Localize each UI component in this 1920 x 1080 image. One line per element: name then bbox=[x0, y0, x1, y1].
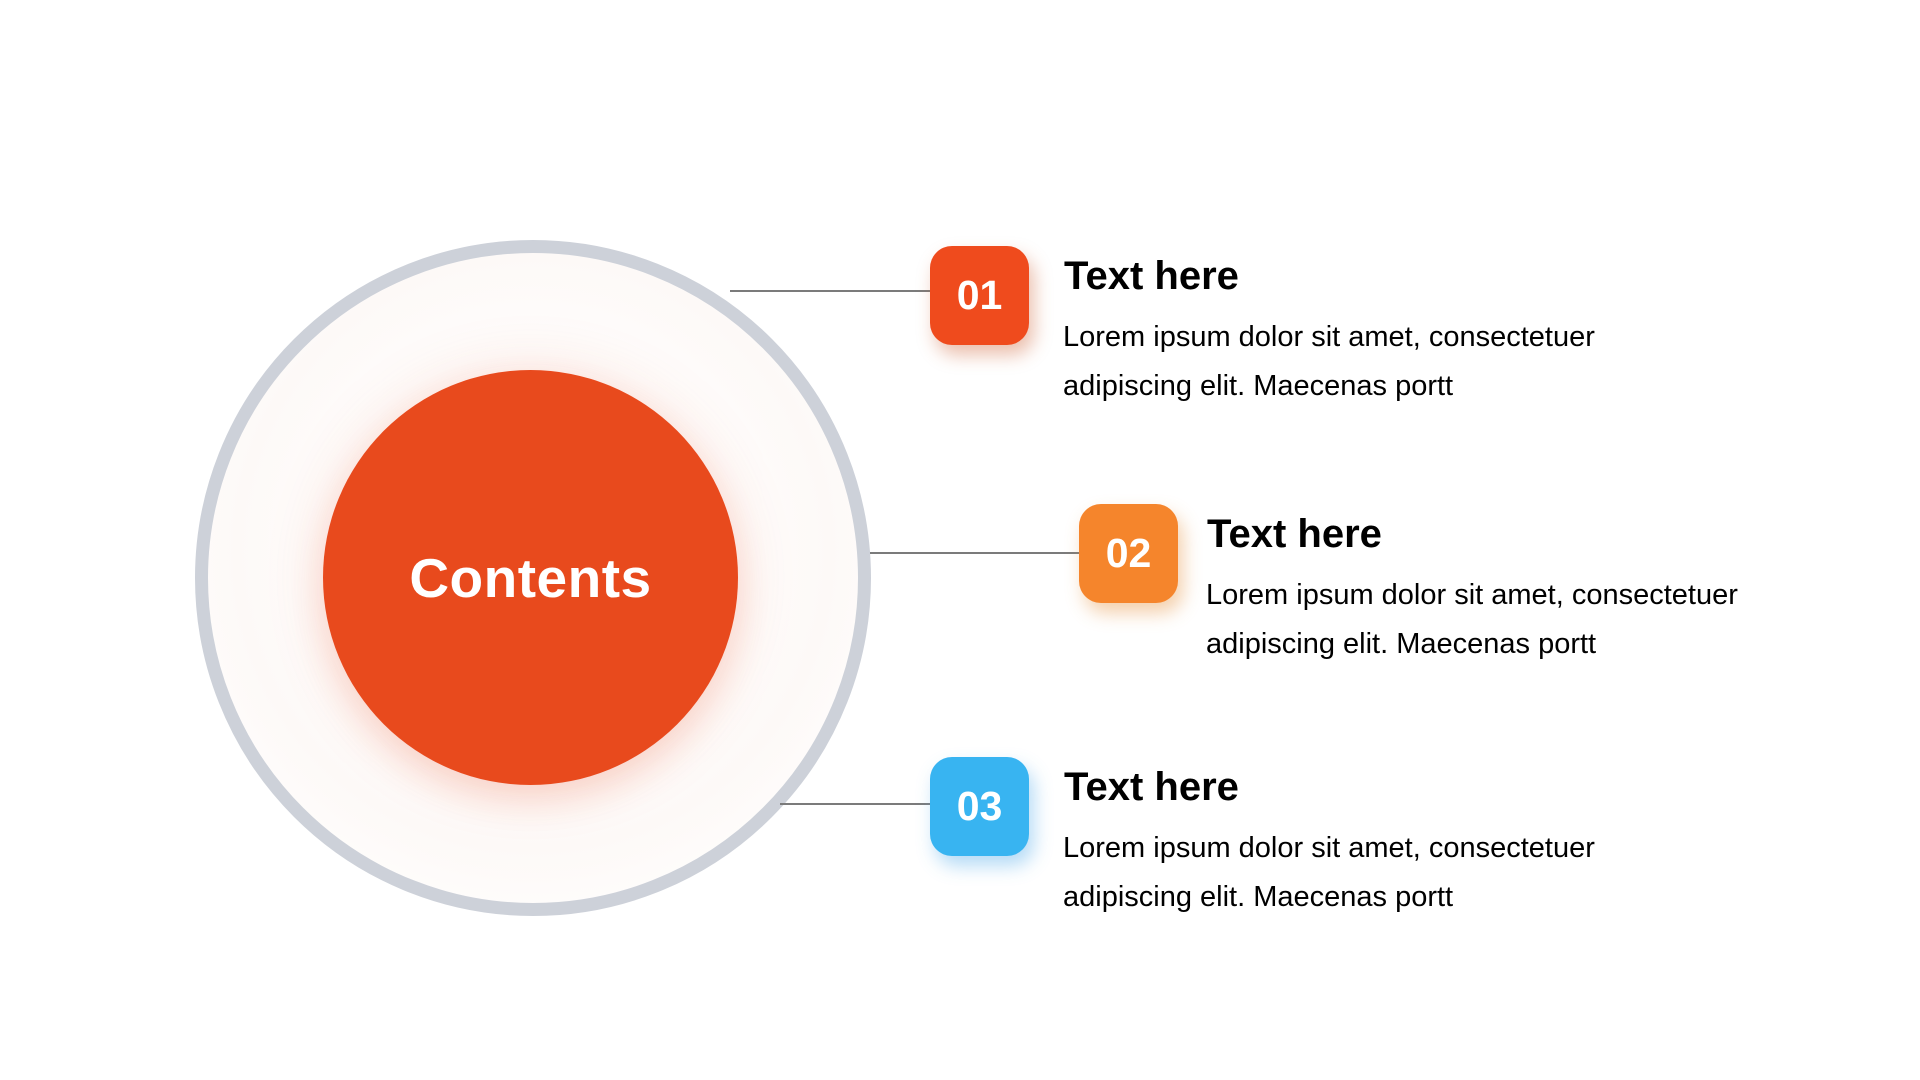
item-1-body-line-1: Lorem ipsum dolor sit amet, consectetuer bbox=[1063, 321, 1595, 353]
item-1-number-badge: 01 bbox=[930, 246, 1029, 345]
connector-line-2 bbox=[870, 552, 1079, 554]
connector-line-1 bbox=[730, 290, 930, 292]
item-3-body-line-1: Lorem ipsum dolor sit amet, consectetuer bbox=[1063, 832, 1595, 864]
contents-circle: Contents bbox=[323, 370, 738, 785]
item-2-number-badge: 02 bbox=[1079, 504, 1178, 603]
item-2-body-line-1: Lorem ipsum dolor sit amet, consectetuer bbox=[1206, 579, 1738, 611]
item-1-heading: Text here bbox=[1064, 254, 1239, 298]
item-1-body-line-2: adipiscing elit. Maecenas portt bbox=[1063, 370, 1454, 402]
item-3-number-badge: 03 bbox=[930, 757, 1029, 856]
item-2-body-line-2: adipiscing elit. Maecenas portt bbox=[1206, 628, 1597, 660]
item-2-body: Lorem ipsum dolor sit amet, consectetuer… bbox=[1206, 571, 1738, 669]
item-1-body: Lorem ipsum dolor sit amet, consectetuer… bbox=[1063, 313, 1595, 411]
contents-circle-label: Contents bbox=[409, 546, 652, 609]
item-3-heading: Text here bbox=[1064, 765, 1239, 809]
item-3-body: Lorem ipsum dolor sit amet, consectetuer… bbox=[1063, 824, 1595, 922]
item-2-heading: Text here bbox=[1207, 512, 1382, 556]
item-3-body-line-2: adipiscing elit. Maecenas portt bbox=[1063, 881, 1454, 913]
connector-line-3 bbox=[780, 803, 930, 805]
